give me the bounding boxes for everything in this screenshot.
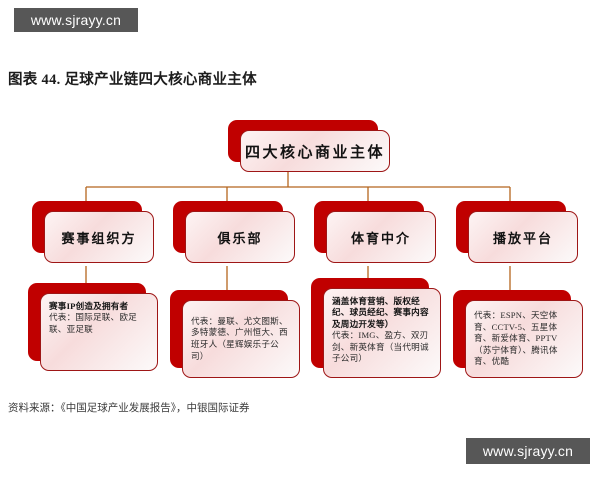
detail-3-faceplate: 涵盖体育营销、版权经纪、球员经纪、赛事内容及周边开发等） 代表：IMG、盈方、双…	[323, 288, 441, 378]
branch-3-faceplate: 体育中介	[326, 211, 436, 263]
node-detail-club[interactable]: 代表：曼联、尤文图斯、多特蒙德、广州恒大、西班牙人（星辉娱乐子公司）	[170, 290, 300, 378]
node-root-label: 四大核心商业主体	[244, 144, 385, 161]
detail-2-body: 代表：曼联、尤文图斯、多特蒙德、广州恒大、西班牙人（星辉娱乐子公司）	[191, 315, 288, 361]
detail-1-heading: 赛事IP创造及拥有者	[49, 301, 129, 311]
detail-1-body: 代表：国际足联、欧足联、亚足联	[49, 312, 137, 334]
detail-3-heading: 涵盖体育营销、版权经纪、球员经纪、赛事内容及周边开发等）	[332, 296, 429, 329]
branch-4-label: 播放平台	[492, 230, 553, 246]
source-note: 资料来源：《中国足球产业发展报告》，中银国际证券	[8, 403, 250, 414]
branch-1-faceplate: 赛事组织方	[44, 211, 154, 263]
connector-lines	[85, 165, 511, 290]
watermark-top-left: www.sjrayy.cn	[14, 8, 138, 32]
branch-4-faceplate: 播放平台	[468, 211, 578, 263]
node-root-faceplate: 四大核心商业主体	[240, 130, 390, 172]
node-branch-broadcast-platform[interactable]: 播放平台	[456, 201, 578, 263]
node-detail-broadcast-platform[interactable]: 代表：ESPN、天空体育、CCTV-5、五星体育、新爱体育、PPTV（苏宁体育）…	[453, 290, 583, 378]
detail-2-faceplate: 代表：曼联、尤文图斯、多特蒙德、广州恒大、西班牙人（星辉娱乐子公司）	[182, 300, 300, 378]
branch-2-label: 俱乐部	[217, 230, 263, 246]
watermark-bottom-right: www.sjrayy.cn	[466, 438, 590, 464]
detail-4-faceplate: 代表：ESPN、天空体育、CCTV-5、五星体育、新爱体育、PPTV（苏宁体育）…	[465, 300, 583, 378]
node-detail-sports-agency[interactable]: 涵盖体育营销、版权经纪、球员经纪、赛事内容及周边开发等） 代表：IMG、盈方、双…	[311, 278, 441, 378]
detail-3-body: 代表：IMG、盈方、双刃剑、新英体育（当代明诚子公司）	[332, 330, 429, 364]
node-detail-competition-organizer[interactable]: 赛事IP创造及拥有者 代表：国际足联、欧足联、亚足联	[28, 283, 158, 371]
branch-3-label: 体育中介	[350, 230, 411, 246]
branch-2-faceplate: 俱乐部	[185, 211, 295, 263]
node-branch-competition-organizer[interactable]: 赛事组织方	[32, 201, 154, 263]
branch-1-label: 赛事组织方	[61, 230, 137, 246]
node-branch-club[interactable]: 俱乐部	[173, 201, 295, 263]
node-root[interactable]: 四大核心商业主体	[228, 120, 390, 172]
chart-title: 图表 44. 足球产业链四大核心商业主体	[8, 72, 257, 88]
node-branch-sports-agency[interactable]: 体育中介	[314, 201, 436, 263]
detail-1-faceplate: 赛事IP创造及拥有者 代表：国际足联、欧足联、亚足联	[40, 293, 158, 371]
detail-4-body: 代表：ESPN、天空体育、CCTV-5、五星体育、新爱体育、PPTV（苏宁体育）…	[474, 310, 558, 367]
org-chart-diagram: 四大核心商业主体 赛事组织方 俱乐部 体育中介 播放平台 赛事IP创造及拥有者	[0, 100, 600, 395]
